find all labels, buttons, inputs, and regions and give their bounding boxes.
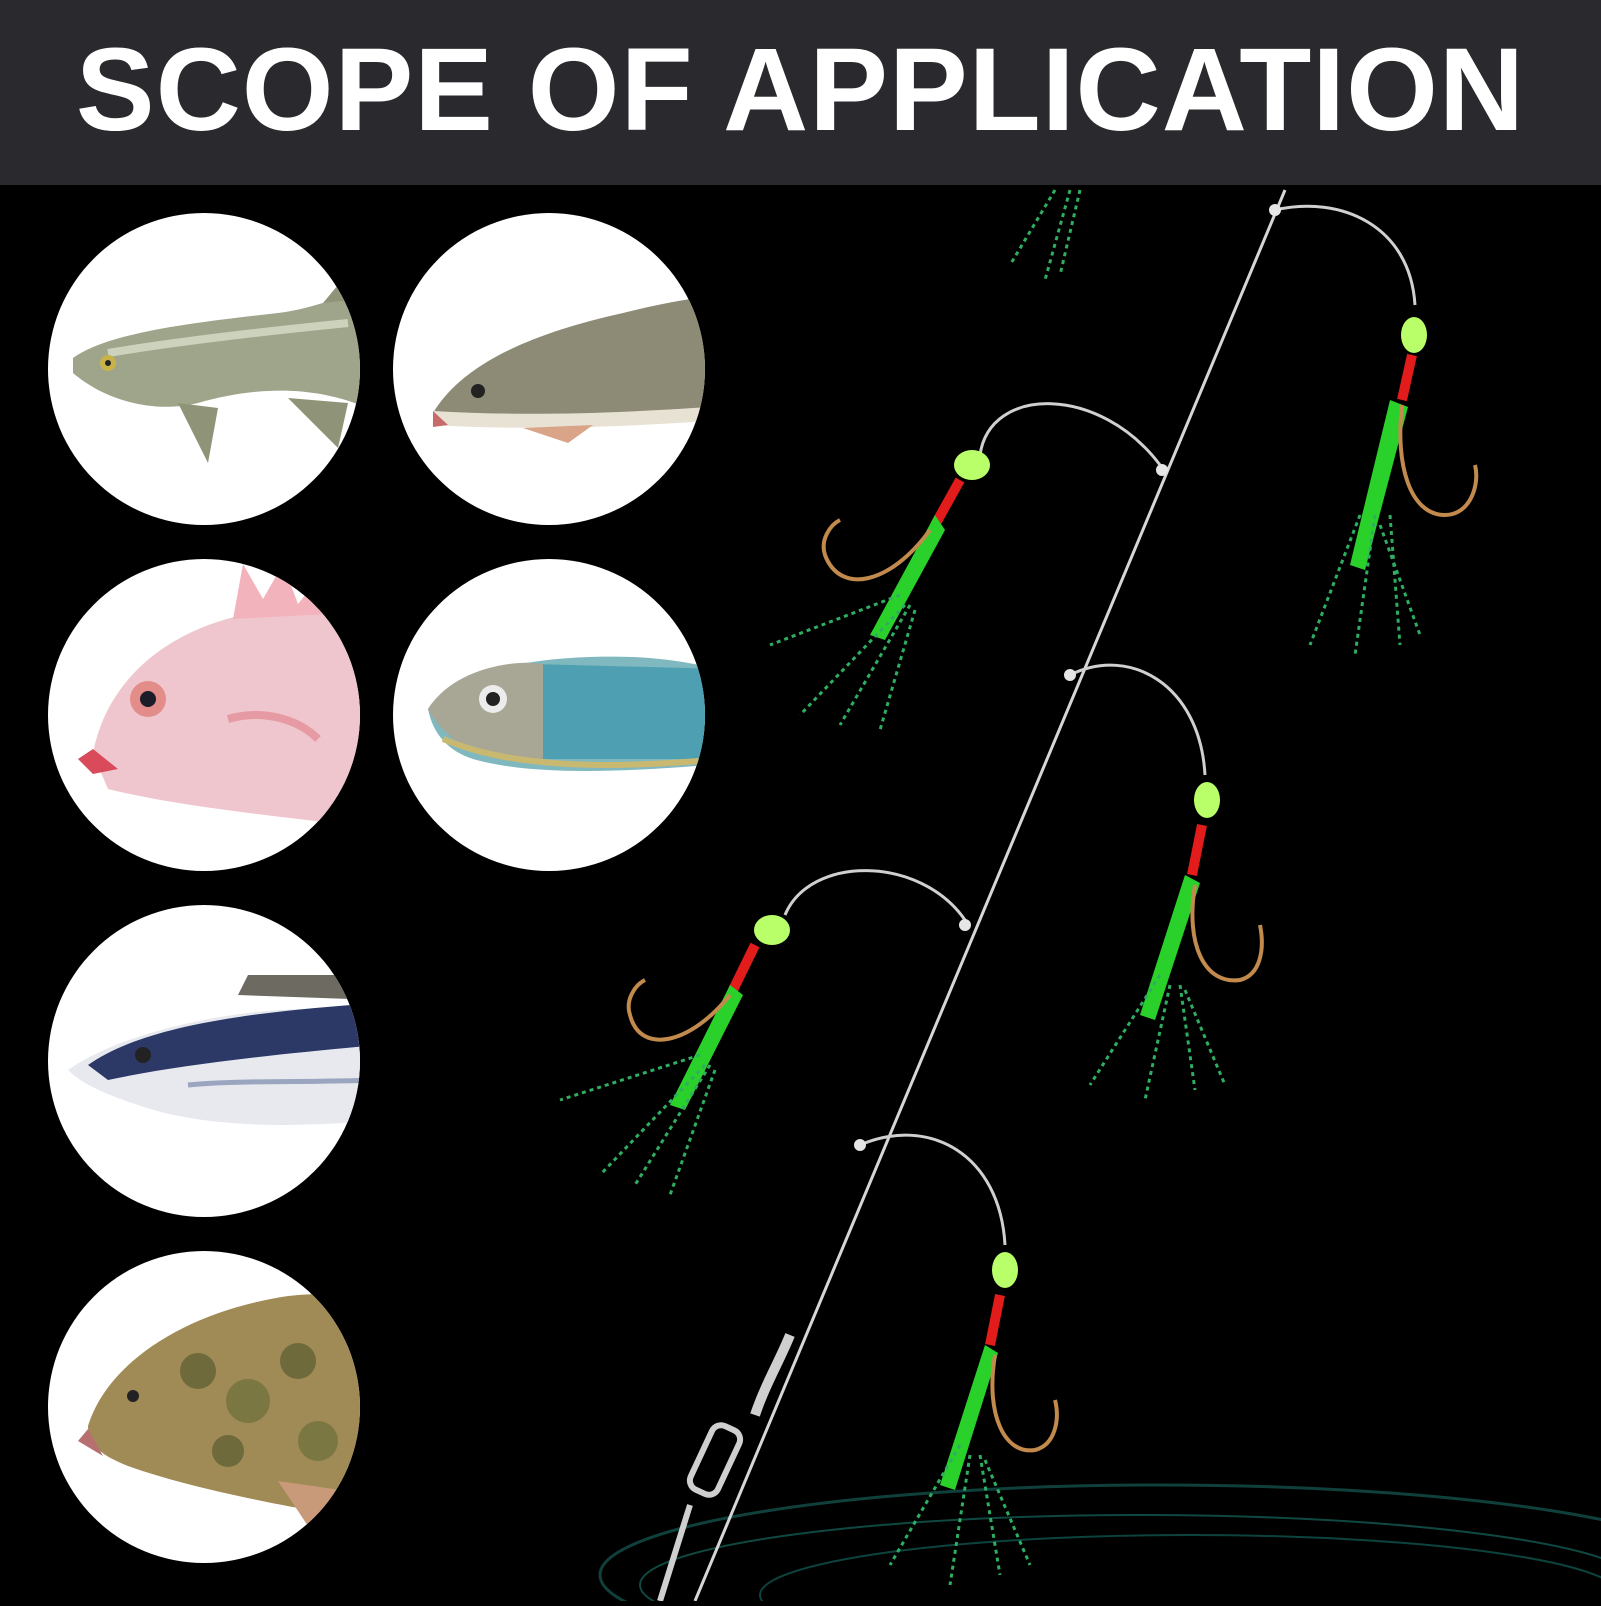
whitefish-icon — [73, 273, 360, 463]
grouper-icon — [78, 1293, 360, 1541]
fish-circle-4 — [393, 559, 705, 871]
red-snapper-icon — [78, 564, 360, 827]
fish-circle-2 — [393, 213, 705, 525]
sabiki-rig-icon — [559, 189, 1601, 1606]
fish-circle-5 — [48, 905, 360, 1217]
header-bar: SCOPE OF APPLICATION — [0, 0, 1601, 185]
fish-circle-1 — [48, 213, 360, 525]
mackerel-icon — [68, 975, 360, 1125]
fish-circle-6 — [48, 1251, 360, 1563]
sabiki-rig — [540, 185, 1601, 1606]
fish-circle-3 — [48, 559, 360, 871]
trout-icon — [432, 297, 705, 443]
page-title: SCOPE OF APPLICATION — [75, 24, 1526, 156]
herring-icon — [428, 656, 705, 771]
